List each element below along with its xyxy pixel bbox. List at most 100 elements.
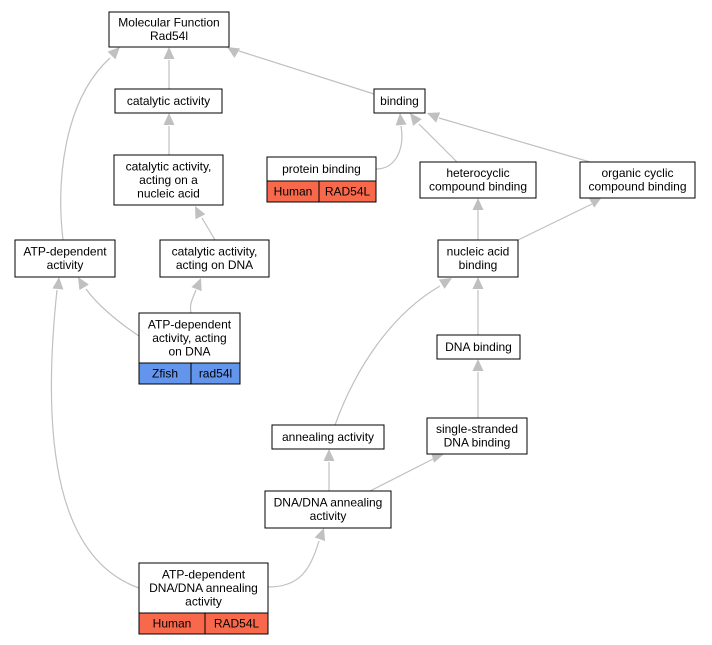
node-label-line: activity — [185, 594, 222, 608]
graph-edges — [50, 47, 602, 589]
edge-atp-dependent-dna-to-catalytic-dna — [189, 278, 202, 314]
node-label-line: single-stranded — [436, 422, 518, 436]
edge-catalytic-to-mf — [163, 47, 175, 89]
edge-arrowhead — [163, 113, 175, 125]
edge-line — [60, 57, 111, 241]
edge-arrowhead — [410, 113, 422, 126]
edge-arrowhead — [191, 278, 202, 292]
node-box — [271, 424, 385, 450]
annotation-species: Human — [274, 185, 313, 199]
edge-arrowhead — [472, 277, 484, 289]
node-catalytic-dna[interactable]: catalytic activity,acting on DNA — [159, 239, 270, 278]
edge-arrowhead — [195, 206, 206, 220]
edge-nucleic-acid-binding-to-organic-cyclic — [517, 197, 602, 241]
edge-atp-dna-dna-annealing-to-atp-dependent — [50, 277, 140, 589]
annotation-row[interactable]: Human RAD54L — [266, 180, 377, 203]
node-label-line: Rad54l — [150, 29, 188, 43]
edge-nucleic-acid-binding-to-heterocyclic — [472, 198, 484, 240]
edge-line — [418, 123, 458, 163]
edge-arrowhead — [163, 47, 175, 59]
edge-line — [201, 217, 216, 241]
node-label-line: annealing activity — [282, 430, 374, 444]
annotation-gene: RAD54L — [214, 617, 260, 631]
node-label-line: DNA/DNA annealing — [149, 581, 258, 595]
node-catalytic[interactable]: catalytic activity — [114, 88, 223, 114]
node-label-line: binding — [380, 94, 419, 108]
node-box — [14, 239, 116, 278]
node-label-line: protein binding — [282, 162, 361, 176]
node-dna-binding[interactable]: DNA binding — [436, 334, 521, 360]
node-annealing[interactable]: annealing activity — [271, 424, 385, 450]
edge-heterocyclic-to-binding — [410, 113, 458, 163]
node-box — [437, 239, 519, 278]
node-box — [138, 562, 269, 614]
annotation-row[interactable]: Zfish rad54l — [138, 362, 241, 385]
node-box — [113, 154, 224, 206]
edge-catalytic-dna-to-catalytic-nucleic — [195, 206, 216, 241]
node-label-line: ATP-dependent — [148, 317, 232, 331]
node-box — [419, 161, 537, 199]
edge-arrowhead — [227, 47, 241, 58]
node-label-line: DNA binding — [445, 340, 512, 354]
annotation-background — [138, 612, 269, 635]
node-label-line: DNA/DNA annealing — [274, 496, 383, 510]
edge-arrowhead — [107, 47, 120, 60]
edge-arrowhead — [438, 278, 452, 289]
node-box — [114, 88, 223, 114]
edge-arrowhead — [395, 113, 407, 126]
annotation-gene: rad54l — [199, 367, 232, 381]
edge-line — [238, 50, 375, 95]
edge-atp-dependent-to-mf — [60, 47, 120, 241]
node-box — [138, 312, 241, 364]
edge-annealing-to-nucleic-acid-binding — [334, 278, 452, 426]
node-label-line: heterocyclic — [446, 166, 509, 180]
edge-organic-cyclic-to-binding — [427, 112, 591, 163]
edge-line — [189, 289, 197, 314]
annotation-background — [266, 180, 377, 203]
node-label-line: activity — [310, 509, 347, 523]
annotation-row[interactable]: Human RAD54L — [138, 612, 269, 635]
edge-arrowhead — [472, 359, 484, 371]
node-label-line: Molecular Function — [118, 16, 219, 30]
edge-binding-to-mf — [227, 47, 375, 95]
edge-line — [85, 288, 140, 337]
edge-catalytic-nucleic-to-catalytic — [163, 113, 175, 155]
node-label-line: activity, acting — [152, 331, 226, 345]
node-label-line: acting on a — [139, 173, 198, 187]
node-label-line: nucleic acid — [137, 186, 200, 200]
annotation-species: Zfish — [152, 367, 178, 381]
edge-ss-dna-binding-to-dna-binding — [472, 359, 484, 418]
node-label-line: catalytic activity, — [126, 159, 212, 173]
edge-arrowhead — [314, 528, 326, 542]
node-box — [108, 11, 230, 48]
edge-arrowhead — [430, 452, 444, 463]
node-box — [426, 417, 528, 455]
edge-arrowhead — [588, 197, 602, 208]
edge-line — [517, 203, 593, 241]
annotation-species: Human — [153, 617, 192, 631]
edge-dna-dna-annealing-to-annealing — [323, 449, 335, 491]
node-label-line: catalytic activity, — [172, 245, 258, 259]
annotation-gene: RAD54L — [325, 185, 371, 199]
node-box — [579, 161, 696, 199]
node-label-line: compound binding — [429, 180, 527, 194]
node-label-line: ATP-dependent — [162, 567, 246, 581]
node-label-line: catalytic activity — [127, 94, 210, 108]
edge-line — [334, 285, 441, 426]
node-label-line: compound binding — [588, 180, 686, 194]
node-box — [159, 239, 270, 278]
node-binding[interactable]: binding — [373, 88, 426, 114]
